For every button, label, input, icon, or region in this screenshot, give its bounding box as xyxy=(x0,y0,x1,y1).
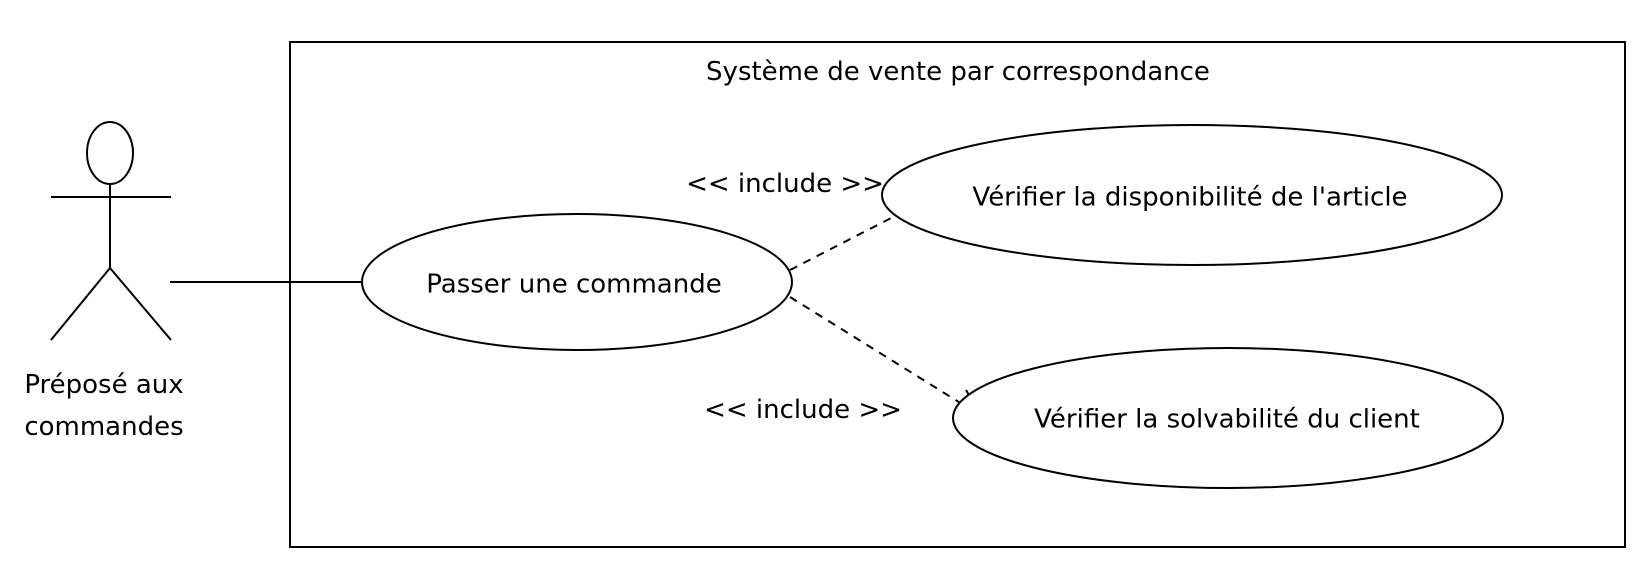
include-arrow-top-line xyxy=(789,197,931,271)
system-boundary xyxy=(289,41,1626,548)
include-label-top: << include >> xyxy=(686,169,884,199)
use-case-verifier-disponibilite: Vérifier la disponibilité de l'article xyxy=(881,124,1503,266)
actor-leg-left xyxy=(50,267,111,341)
include-arrow-bottom-line xyxy=(789,296,979,415)
actor-label-line1: Préposé aux xyxy=(24,370,183,400)
use-case-label-verifier-solvabilite: Vérifier la solvabilité du client xyxy=(1034,405,1420,435)
include-label-bottom: << include >> xyxy=(704,395,902,425)
use-case-label-passer-commande: Passer une commande xyxy=(426,270,721,300)
actor-head xyxy=(86,121,134,185)
actor-leg-right xyxy=(109,267,172,341)
use-case-passer-commande: Passer une commande xyxy=(361,213,793,351)
system-title: Système de vente par correspondance xyxy=(706,57,1210,87)
use-case-label-verifier-disponibilite: Vérifier la disponibilité de l'article xyxy=(972,183,1407,213)
use-case-verifier-solvabilite: Vérifier la solvabilité du client xyxy=(952,347,1504,489)
actor-label-line2: commandes xyxy=(24,412,183,442)
actor-prepose xyxy=(50,121,172,341)
